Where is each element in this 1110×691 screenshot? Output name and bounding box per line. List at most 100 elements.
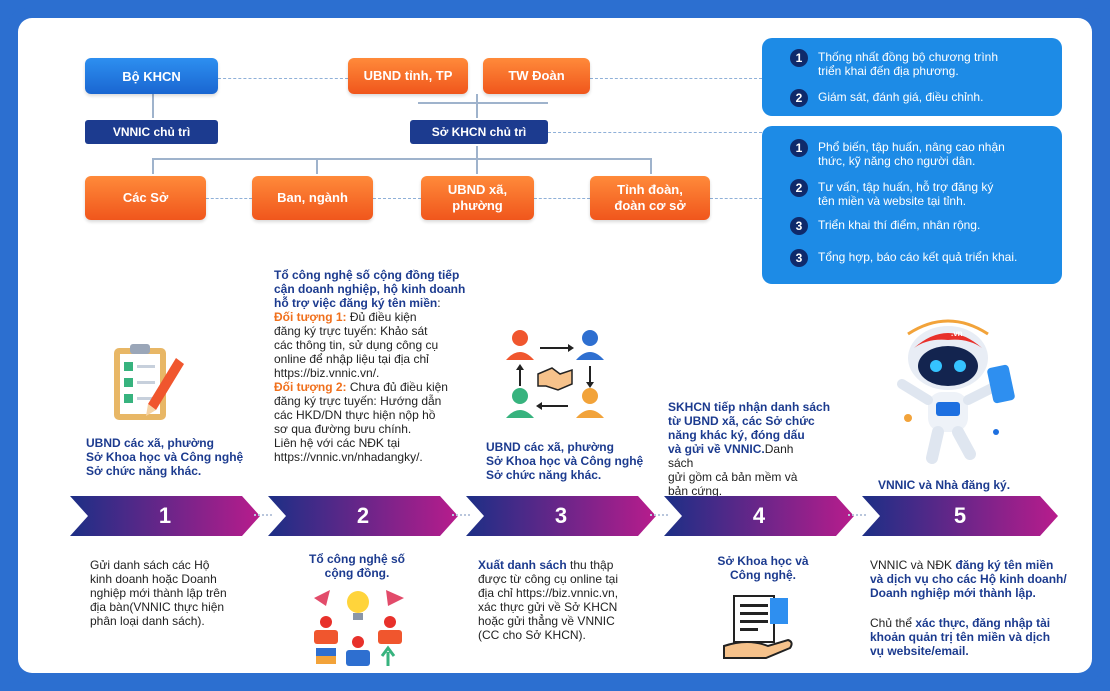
text-line: xác thực, đăng nhập tài <box>915 616 1051 630</box>
text-line: (CC cho Sở KHCN). <box>478 628 586 642</box>
connector <box>418 102 548 104</box>
connector <box>218 78 348 79</box>
text-line: đăng ký tên miền <box>955 558 1054 572</box>
text-line: địa bàn(VNNIC thực hiện <box>90 600 225 614</box>
text-line: Xuất danh sách <box>478 558 567 572</box>
text-line: đăng ký trực tuyến: Hướng dẫn <box>274 394 442 408</box>
text-line: Sở chức năng khác. <box>86 464 202 478</box>
timeline-dots <box>452 514 470 516</box>
connector <box>650 158 652 174</box>
text-line: Sở Khoa học và Công nghệ <box>486 454 644 468</box>
step-number-badge: 2 <box>790 89 808 107</box>
box-ban-nganh: Ban, ngành <box>252 176 373 220</box>
timeline-dots <box>848 514 866 516</box>
text-line: Doanh nghiệp mới thành lập. <box>870 586 1036 600</box>
info-text: Tổng hợp, báo cáo kết quả triển khai. <box>818 250 1018 264</box>
step5-above-text: VNNIC và Nhà đăng ký. <box>878 478 1011 492</box>
connector <box>710 198 762 199</box>
text-line: Chủ thể <box>870 616 916 630</box>
box-label: Sở KHCN chủ trì <box>431 125 527 139</box>
infographic-panel: Bộ KHCN UBND tỉnh, TP TW Đoàn VNNIC chủ … <box>18 18 1092 673</box>
connector <box>206 198 252 199</box>
connector <box>152 158 154 174</box>
community-team-icon <box>314 590 404 666</box>
text-line: hỗ trợ việc đăng ký tên miền <box>274 296 438 310</box>
text-line: kinh doanh hoặc Doanh <box>90 572 217 586</box>
step-3-chevron <box>466 496 656 536</box>
step1-above-text: UBND các xã, phường Sở Khoa học và Công … <box>86 436 243 478</box>
text-line: các HKD/DN thực hiện nộp hồ <box>274 408 436 422</box>
text-line: năng khác ký, đóng dấu <box>668 428 805 442</box>
text-line: Gửi danh sách các Hộ <box>90 558 210 572</box>
step3-above-text: UBND các xã, phường Sở Khoa học và Công … <box>486 440 643 482</box>
connector <box>152 94 154 118</box>
step-number-badge: 3 <box>790 249 808 267</box>
text-line: bản cứng. <box>668 484 723 498</box>
info-text: tên miền và website tại tỉnh. <box>818 194 967 208</box>
box-label: UBND xã, <box>447 182 508 197</box>
box-ubnd-xa: UBND xã, phường <box>421 176 534 220</box>
step2-below-text: Tổ công nghệ số cộng đồng. <box>288 552 426 580</box>
doi-tuong-2-label: Đối tượng 2: <box>274 380 347 394</box>
box-bo-khcn: Bộ KHCN <box>85 58 218 94</box>
text-line: vụ website/email. <box>870 644 969 658</box>
text-line: online để nhập liệu tại địa chỉ <box>274 352 429 366</box>
mascot-badge: .vn <box>951 329 963 338</box>
step-1-chevron <box>70 496 260 536</box>
box-cac-so: Các Sở <box>85 176 206 220</box>
step-1-number: 1 <box>158 503 172 528</box>
connector <box>152 158 650 160</box>
connector <box>534 198 590 199</box>
step-5-chevron <box>862 496 1058 536</box>
text-line: khoản quản trị tên miền và dịch <box>870 630 1051 644</box>
box-so-khcn-chu-tri: Sở KHCN chủ trì <box>410 120 548 144</box>
text-line: địa chỉ https://biz.vnnic.vn, <box>478 586 619 600</box>
step-5-number: 5 <box>953 503 967 528</box>
box-vnnic-chu-tri: VNNIC chủ trì <box>85 120 218 144</box>
step-number-badge: 2 <box>790 179 808 197</box>
info-item: 3 Tổng hợp, báo cáo kết quả triển khai. <box>790 249 1018 267</box>
text-line: từ UBND xã, các Sở chức <box>668 414 815 428</box>
step-number-badge: 3 <box>790 217 808 235</box>
step4-below-text: Sở Khoa học và Công nghệ. <box>698 554 828 582</box>
step-number-badge: 1 <box>790 139 808 157</box>
text-line: nghiệp mới thành lập trên <box>90 586 227 600</box>
box-label: Ban, ngành <box>277 190 348 205</box>
info-text: Giám sát, đánh giá, điều chỉnh. <box>818 90 984 104</box>
text-line: Liên hệ với các NĐK tại <box>274 436 400 450</box>
step-2-number: 2 <box>356 503 370 528</box>
box-label: TW Đoàn <box>508 68 565 83</box>
box-tinh-doan: Tỉnh đoàn, đoàn cơ sở <box>590 176 710 220</box>
connector <box>373 198 421 199</box>
step-3-number: 3 <box>554 503 568 528</box>
step5-below-text: VNNIC và NĐK đăng ký tên miền và dịch vụ… <box>870 558 1067 658</box>
text-line: cộng đồng. <box>324 566 390 580</box>
box-label: Bộ KHCN <box>122 68 181 84</box>
text-line: sơ qua đường bưu chính. <box>274 422 412 436</box>
hand-document-icon <box>723 595 793 659</box>
box-label: đoàn cơ sở <box>614 198 686 213</box>
text-line: Công nghệ. <box>730 568 796 582</box>
box-label: Các Sở <box>122 190 169 205</box>
info-text: Phổ biến, tập huấn, nâng cao nhận <box>818 140 1005 154</box>
info-item: 2 Giám sát, đánh giá, điều chỉnh. <box>790 89 984 107</box>
info-text: triển khai đến địa phương. <box>818 64 959 78</box>
text-line: và dịch vụ cho các Hộ kinh doanh/ <box>870 572 1067 586</box>
text-line: Sở Khoa học và <box>717 554 809 568</box>
text-line: UBND các xã, phường <box>486 440 614 454</box>
text-line: gửi gồm cả bản mềm và <box>668 470 798 484</box>
connector <box>476 158 478 174</box>
text-line: UBND các xã, phường <box>86 436 214 450</box>
text-line: phân loại danh sách). <box>90 614 205 628</box>
text-line: được từ công cụ online tại <box>478 572 619 586</box>
text-colon: : <box>437 296 441 310</box>
text-line: xác thực gửi về Sở KHCN <box>478 600 618 614</box>
text-line: cận doanh nghiệp, hộ kinh doanh <box>274 282 466 296</box>
step-2-chevron <box>268 496 458 536</box>
text-line: đăng ký trực tuyến: Khảo sát <box>274 324 428 338</box>
info-text: Tư vấn, tập huấn, hỗ trợ đăng ký <box>818 180 994 194</box>
info-text: Thống nhất đồng bộ chương trình <box>818 50 999 64</box>
text-line: Chưa đủ điều kiện <box>346 380 448 394</box>
